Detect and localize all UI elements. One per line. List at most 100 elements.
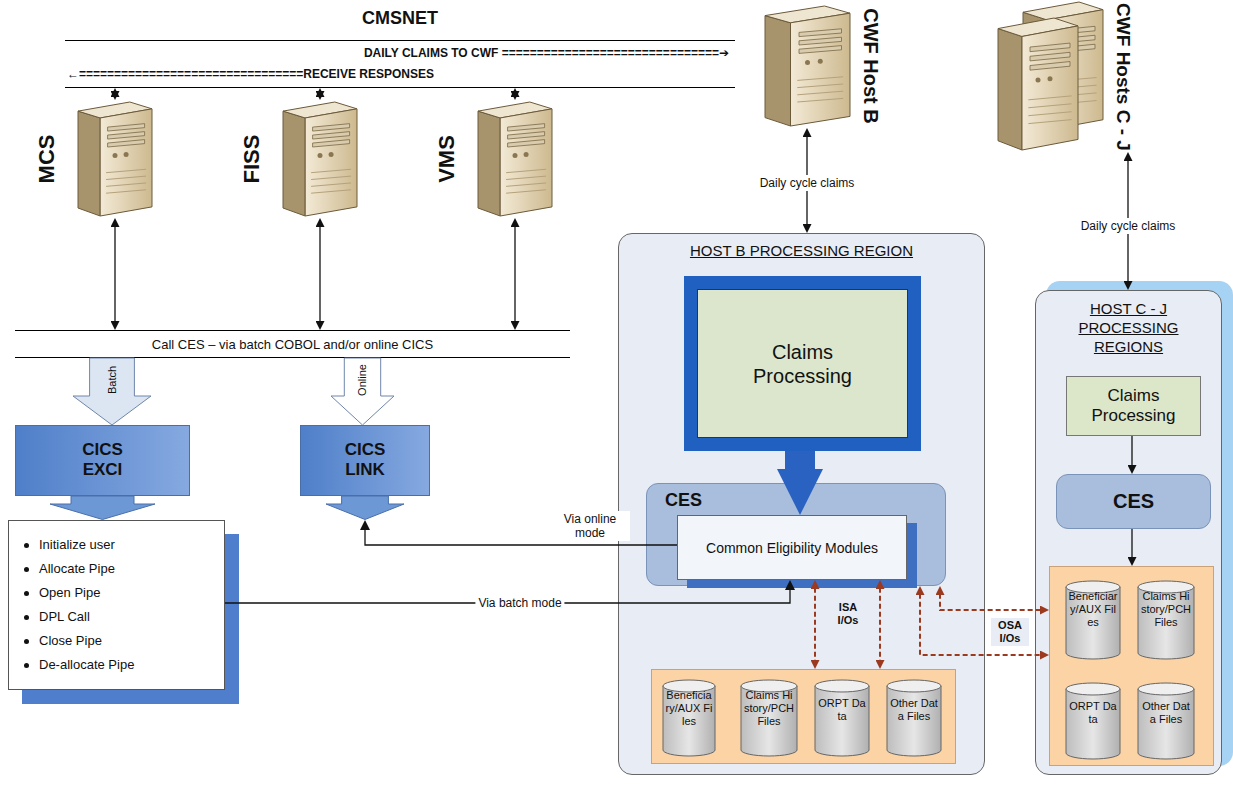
processing-region: HOST B PROCESSING REGION Claims Processin… (618, 233, 985, 775)
arrow-head (1041, 655, 1049, 656)
node-text: MCS (34, 135, 60, 184)
data-panel: Beneficiary/AUX Files Claims History/PCH … (651, 669, 956, 764)
data-cylinder: Beneficiary/AUX Files (662, 679, 716, 757)
block-arrow: Batch (72, 358, 152, 426)
node-text: Common Eligibility Modules (706, 540, 878, 556)
arrow-head (1128, 282, 1129, 290)
connector (879, 588, 881, 662)
arrow-head (1132, 466, 1133, 474)
connector (114, 226, 115, 323)
server-node: CWF Hosts C - J (993, 2, 1145, 152)
arrow-head (880, 661, 881, 669)
arrow-head (320, 88, 321, 96)
node-text: DAILY CLAIMS TO CWF ====================… (364, 46, 729, 60)
edge-label: OSA I/Os (991, 618, 1029, 646)
node-text: CICS EXCI (72, 440, 134, 480)
node-text: FISS (239, 135, 265, 184)
node-text: Close Pipe (21, 633, 102, 649)
server-node: CWF Host B (760, 4, 888, 128)
node-text: Beneficiary/AUX Files (662, 689, 716, 728)
data-cylinder: ORPT Data (814, 679, 870, 757)
arrow-head (1041, 610, 1049, 611)
connector (1131, 529, 1132, 558)
process-box: Claims Processing (684, 276, 921, 451)
node-text: CWF Host B (859, 8, 882, 124)
server-node: MCS (25, 100, 155, 218)
node-text: HOST B PROCESSING REGION (690, 242, 913, 259)
node-text: Claims Processing (733, 340, 873, 388)
node-text: CMSNET (65, 8, 735, 29)
arrow-head (940, 586, 941, 594)
node-text: ←================================RECEIVE… (67, 67, 434, 81)
arrow-head (815, 580, 816, 588)
connector (814, 588, 816, 662)
node-text: HOST C - J PROCESSING REGIONS (1066, 299, 1191, 356)
process-box: CICS LINK (300, 425, 430, 520)
edge-label: Via online mode (550, 511, 630, 541)
node-text: Allocate Pipe (21, 561, 115, 577)
node-text: Claims History/PCH Files (1137, 590, 1195, 629)
node-text: VMS (434, 135, 460, 183)
arrow-head (807, 225, 808, 233)
processing-region: HOST C - J PROCESSING REGIONS Claims Proc… (1035, 290, 1222, 775)
node-text: Beneficiary/AUX Files (1065, 590, 1121, 629)
server-node: VMS (425, 100, 555, 218)
bullet-dot (24, 615, 29, 620)
data-cylinder: Claims History/PCH Files (740, 679, 798, 757)
arrow-head (815, 661, 816, 669)
data-cylinder: Other Data Files (886, 679, 942, 757)
connector (920, 594, 1041, 655)
edge-label: ISA I/Os (830, 600, 866, 628)
edge-label: Via batch mode (475, 595, 564, 611)
node-text: Other Data Files (886, 697, 942, 723)
module-box: Common Eligibility Modules (677, 515, 907, 580)
arrow-head (880, 580, 881, 588)
node-text: CWF Hosts C - J (1112, 3, 1134, 151)
bullet-dot (24, 639, 29, 644)
process-box: Claims Processing (1066, 376, 1201, 436)
connector (319, 226, 320, 323)
node-text: Claims Processing (1067, 386, 1200, 426)
arrow-head (365, 520, 366, 529)
bullet-dot (24, 663, 29, 668)
node-text: Batch (106, 366, 118, 394)
node-text: ORPT Data (814, 697, 870, 723)
data-cylinder: ORPT Data (1065, 682, 1121, 760)
connector (319, 96, 320, 97)
connector (940, 594, 1041, 610)
node-text: Call CES – via batch COBOL and/or online… (152, 337, 433, 352)
node-text: CES (665, 490, 702, 511)
data-cylinder: Beneficiary/AUX Files (1065, 580, 1121, 660)
arrow-head (515, 322, 516, 330)
arrow-head (800, 476, 801, 515)
module-group: CES Common Eligibility Modules (646, 483, 946, 586)
module-group: CES (1056, 474, 1211, 529)
data-cylinder: Claims History/PCH Files (1137, 580, 1195, 660)
node-text: Other Data Files (1137, 700, 1195, 726)
data-panel: Beneficiary/AUX Files Claims History/PCH … (1049, 566, 1214, 766)
edge-label: Daily cycle claims (1078, 218, 1179, 234)
network-band: CMSNETDAILY CLAIMS TO CWF ==============… (65, 40, 735, 88)
connector (114, 96, 115, 97)
bullet-dot (24, 543, 29, 548)
arrow-head (1132, 558, 1133, 566)
arrow-head (115, 97, 116, 100)
connector (785, 451, 815, 476)
arrow-head (115, 218, 116, 226)
process-box: CICS EXCI (15, 425, 190, 520)
call-band: Call CES – via batch COBOL and/or online… (15, 330, 570, 358)
connector (1131, 436, 1132, 466)
node-text: Online (356, 364, 368, 396)
node-text: CES (1113, 490, 1154, 513)
step-list: Initialize userAllocate PipeOpen PipeDPL… (8, 520, 225, 690)
connector (365, 529, 677, 546)
connector (514, 226, 515, 323)
arrow-head (920, 586, 921, 594)
node-text: Claims History/PCH Files (740, 689, 798, 728)
block-arrow: Online (330, 358, 395, 426)
node-text: ORPT Data (1065, 700, 1121, 726)
arrow-head (790, 580, 791, 589)
arrow-head (1128, 152, 1129, 160)
bullet-dot (24, 591, 29, 596)
